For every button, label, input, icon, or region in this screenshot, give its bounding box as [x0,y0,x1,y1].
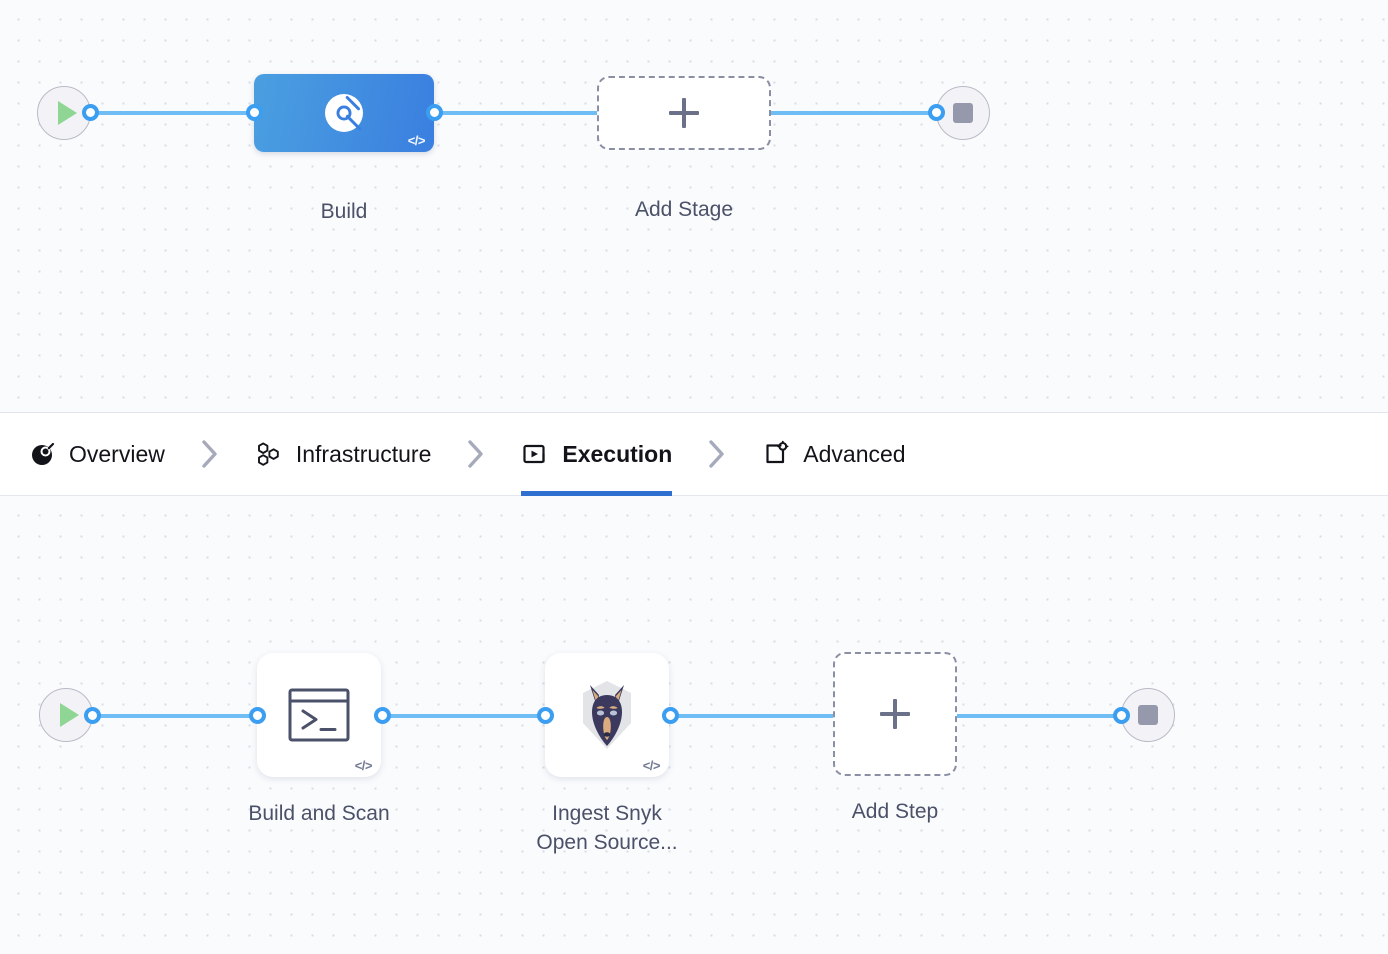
stop-icon [953,103,973,123]
stage-canvas[interactable]: </> Build Add Stage [0,0,1388,412]
stage-node-build[interactable]: </> [254,74,434,152]
hexagon-cluster-icon [255,440,283,468]
connector-dot-snyk-in[interactable] [537,707,554,724]
connector-buildscan-to-snyk [372,714,562,718]
tab-label-advanced: Advanced [803,440,906,467]
connector-dot-buildscan-in[interactable] [249,707,266,724]
code-badge: </> [642,758,661,773]
step-node-build-and-scan[interactable]: </> [257,653,381,777]
chevron-right-icon-3 [706,437,728,471]
plus-icon [878,697,912,731]
play-icon [57,101,77,125]
terminal-icon [288,688,350,742]
connector-addstage-to-end [760,111,955,115]
chevron-right-icon-2 [465,437,487,471]
tab-label-infrastructure: Infrastructure [295,440,432,467]
plus-icon [667,96,701,130]
connector-dot-exec-end-in[interactable] [1113,707,1130,724]
add-stage-label: Add Stage [634,198,734,221]
overview-scan-icon [30,441,56,467]
code-badge: </> [407,133,426,148]
execution-end-node[interactable] [1121,688,1175,742]
connector-dot-snyk-out[interactable] [662,707,679,724]
connector-build-to-addstage [424,111,614,115]
connector-dot-start-out[interactable] [82,104,99,121]
tab-advanced[interactable]: Advanced [762,412,906,496]
pipeline-end-node[interactable] [936,86,990,140]
step-label-line-1: Ingest Snyk [552,802,662,825]
chevron-right-icon-1 [199,437,221,471]
stage-label-build: Build [320,200,368,223]
snyk-doberman-icon [583,681,631,749]
step-label-line-2: Open Source... [536,830,678,854]
tab-infrastructure[interactable]: Infrastructure [255,412,432,496]
connector-dot-build-out[interactable] [426,104,443,121]
step-label-ingest-snyk: Ingest Snyk Open Source... [505,800,709,858]
connector-dot-exec-start-out[interactable] [84,707,101,724]
connector-start-to-build [72,111,272,115]
add-stage-button[interactable] [597,76,771,150]
step-node-ingest-snyk[interactable]: </> [545,653,669,777]
tab-overview[interactable]: Overview [30,412,165,496]
tab-execution[interactable]: Execution [521,412,672,496]
tab-label-overview: Overview [69,440,165,467]
connector-dot-build-in[interactable] [246,104,263,121]
execution-play-icon [521,440,549,468]
add-step-label: Add Step [851,800,939,823]
stage-config-tabs[interactable]: Overview Infrastructure [0,412,1388,496]
step-label-build-and-scan: Build and Scan [248,802,390,825]
connector-dot-end-in[interactable] [928,104,945,121]
play-icon [59,703,79,727]
stop-icon [1138,705,1158,725]
build-scan-icon [325,94,363,132]
execution-canvas[interactable]: </> Build and Scan [0,496,1388,954]
advanced-gear-icon [762,440,790,468]
add-step-button[interactable] [833,652,957,776]
tab-label-execution: Execution [562,440,673,467]
connector-addstep-to-end [948,714,1138,718]
connector-snyk-to-addstep [660,714,850,718]
connector-start-to-buildscan [74,714,269,718]
connector-dot-buildscan-out[interactable] [374,707,391,724]
code-badge: </> [354,758,373,773]
